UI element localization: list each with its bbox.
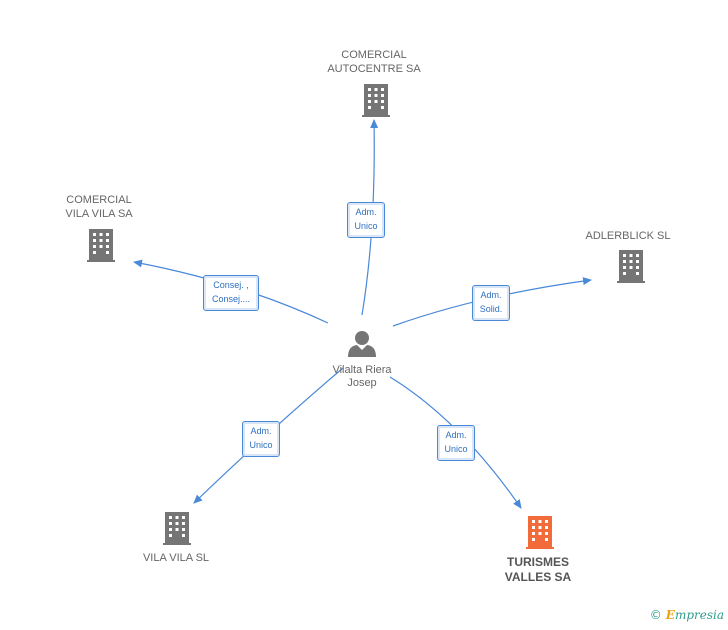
company-name-line1: ADLERBLICK SL — [585, 230, 671, 242]
company-label-autocentre[interactable]: COMERCIAL AUTOCENTRE SA — [327, 48, 420, 76]
company-name-line1: COMERCIAL — [66, 194, 132, 206]
relation-badge-turismes[interactable]: Adm. Unico — [437, 425, 475, 461]
relation-detail: Unico — [444, 444, 468, 454]
building-icon[interactable] — [87, 229, 115, 262]
person-name[interactable]: Vilalta Riera Josep — [332, 364, 391, 390]
relation-detail: Consej.... — [211, 294, 251, 304]
company-label-comercial-vila-vila[interactable]: COMERCIAL VILA VILA SA — [65, 193, 132, 221]
relation-role: Adm. — [355, 207, 377, 217]
company-name-line1: COMERCIAL — [341, 49, 407, 61]
building-icon-highlight[interactable] — [526, 516, 554, 549]
building-icon[interactable] — [362, 84, 390, 117]
company-name-line2: VILA VILA SA — [65, 208, 133, 220]
relation-detail: Unico — [249, 440, 273, 450]
brand-name: mpresia — [674, 608, 724, 622]
empresia-logo: ©Empresia — [650, 608, 724, 622]
person-icon[interactable] — [348, 331, 376, 357]
relation-role: Adm. — [250, 426, 272, 436]
company-label-turismes-valles[interactable]: TURISMES VALLES SA — [505, 555, 571, 585]
relation-detail: Solid. — [479, 304, 503, 314]
person-name-line2: Josep — [347, 377, 377, 389]
building-icon[interactable] — [617, 250, 645, 283]
company-name-line1: VILA VILA SL — [142, 552, 210, 564]
company-label-vila-vila-sl[interactable]: VILA VILA SL — [143, 551, 209, 565]
relation-role: Consej. , — [213, 280, 249, 290]
person-name-line1: Vilalta Riera — [332, 364, 392, 376]
relation-detail: Unico — [354, 221, 378, 231]
company-name-line1: TURISMES — [506, 555, 570, 569]
relation-badge-adlerblick[interactable]: Adm. Solid. — [472, 285, 510, 321]
relation-role: Adm. — [480, 290, 502, 300]
copyright-icon: © — [649, 608, 662, 622]
company-name-line2: VALLES SA — [504, 570, 572, 584]
company-label-adlerblick[interactable]: ADLERBLICK SL — [586, 229, 671, 243]
relation-role: Adm. — [445, 430, 467, 440]
brand-initial: E — [665, 608, 675, 622]
relation-badge-autocentre[interactable]: Adm. Unico — [347, 202, 385, 238]
building-icon[interactable] — [163, 512, 191, 545]
relation-badge-vila-vila-sl[interactable]: Adm. Unico — [242, 421, 280, 457]
company-name-line2: AUTOCENTRE SA — [327, 63, 421, 75]
relation-badge-comercial-vila-vila[interactable]: Consej. , Consej.... — [203, 275, 259, 311]
